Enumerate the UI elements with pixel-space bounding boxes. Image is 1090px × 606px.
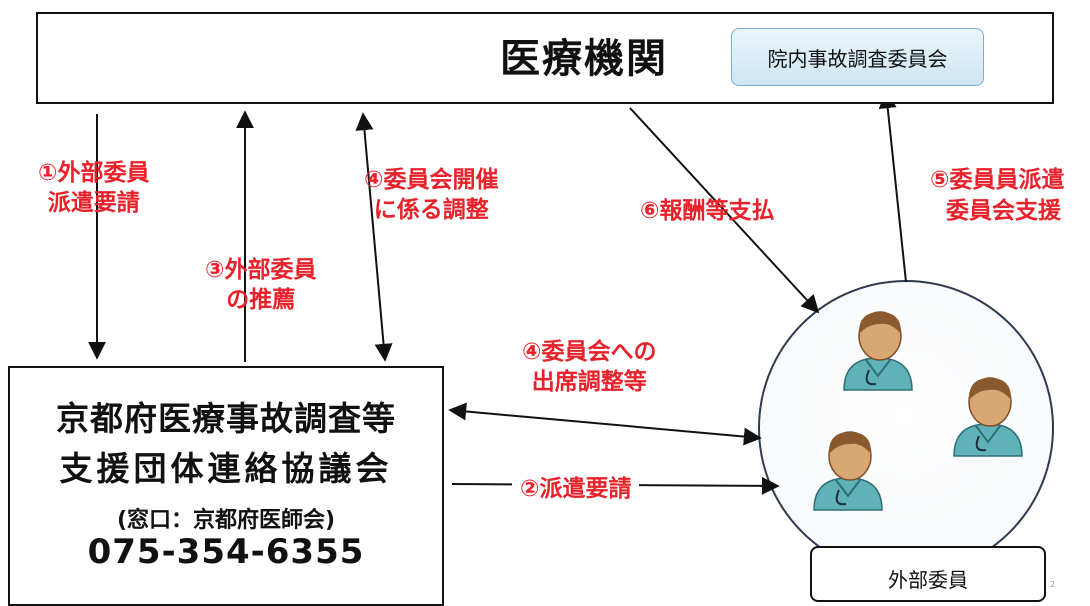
arrow-attendance (448, 402, 762, 446)
council-name-line1: 京都府医療事故調査等 (56, 399, 396, 438)
label-recommend: ③外部委員の推薦 (205, 257, 317, 313)
arrow-payment (629, 107, 820, 314)
doctor-icon (953, 377, 1023, 457)
in-hospital-committee-box: 院内事故調査委員会 (731, 28, 984, 86)
page-number: 2 (1050, 580, 1056, 589)
council-name-line2: 支援団体連絡協議会 (59, 449, 393, 488)
external-members-label: 外部委員 (810, 546, 1046, 602)
label-payment: ⑥報酬等支払 (640, 198, 775, 224)
arrow-coordinate-meeting (355, 112, 393, 362)
doctor-icon (843, 311, 913, 391)
label-attendance: ④委員会への出席調整等 (522, 339, 657, 395)
medical-institution-title: 医療機関 (500, 36, 668, 82)
council-box: 京都府医療事故調査等 支援団体連絡協議会 (窓口：京都府医師会) 075-354… (8, 366, 444, 606)
label-coordinate-meeting: ④委員会開催に係る調整 (364, 167, 499, 223)
council-phone: 075-354-6355 (87, 532, 365, 572)
medical-institution-box: 医療機関 院内事故調査委員会 (36, 12, 1054, 104)
label-dispatch-support-2: 委員会支援 (946, 198, 1061, 224)
label-dispatch-support-1: ⑤委員員派遣 (930, 167, 1065, 193)
council-contact: (窓口：京都府医師会) (116, 508, 336, 533)
arrow-dispatch-support (878, 90, 907, 283)
doctor-icon (813, 431, 883, 511)
label-request-external: ①外部委員派遣要請 (38, 160, 150, 216)
label-dispatch-request: ②派遣要請 (512, 474, 640, 504)
